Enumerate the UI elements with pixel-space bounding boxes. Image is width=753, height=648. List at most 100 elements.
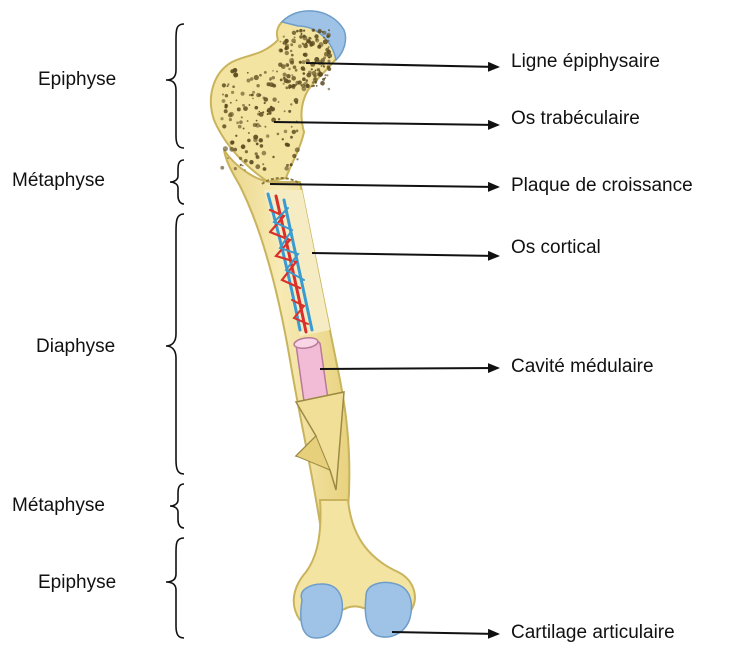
- trabecular-dot: [280, 79, 283, 82]
- trabecular-dot: [295, 147, 300, 152]
- trabecular-dot: [266, 134, 269, 137]
- trabecular-dot: [307, 39, 311, 43]
- trabecular-dot: [290, 50, 292, 52]
- trabecular-dot: [291, 126, 293, 128]
- trabecular-dot: [311, 68, 313, 70]
- trabecular-dot: [272, 97, 276, 101]
- trabecular-dot: [220, 117, 223, 120]
- trabecular-dot: [253, 138, 257, 142]
- trabecular-dot: [235, 135, 237, 137]
- trabecular-dot: [269, 107, 274, 112]
- trabecular-dot: [280, 49, 282, 51]
- trabecular-dot: [299, 61, 302, 64]
- trabecular-dot: [299, 29, 303, 33]
- trabecular-dot: [323, 56, 326, 59]
- label-epiphyse-top: Epiphyse: [38, 69, 116, 90]
- trabecular-dot: [254, 106, 258, 110]
- trabecular-dot: [225, 94, 228, 97]
- trabecular-dot: [278, 101, 280, 103]
- trabecular-dot: [303, 53, 306, 56]
- left-labels: Epiphyse Métaphyse Diaphyse Métaphyse Ep…: [12, 69, 116, 593]
- trabecular-dot: [255, 164, 260, 169]
- trabecular-dot: [262, 151, 267, 156]
- trabecular-dot: [324, 74, 326, 76]
- trabecular-dot: [327, 74, 329, 76]
- trabecular-dot: [314, 78, 316, 80]
- trabecular-dot: [291, 76, 296, 81]
- trabecular-dot: [230, 102, 232, 104]
- trabecular-dot: [314, 34, 318, 38]
- trabecular-dot: [295, 69, 298, 72]
- trabecular-dot: [231, 141, 235, 145]
- trabecular-dot: [286, 74, 290, 78]
- trabecular-dot: [234, 167, 237, 170]
- label-metaphyse-top: Métaphyse: [12, 170, 105, 191]
- trabecular-dot: [294, 36, 296, 38]
- proximal-epiphysis: [211, 12, 343, 182]
- trabecular-dot: [323, 65, 325, 67]
- trabecular-dot: [283, 73, 287, 77]
- trabecular-dot: [247, 139, 251, 143]
- trabecular-dot: [259, 138, 263, 142]
- trabecular-dot: [250, 77, 253, 80]
- trabecular-dot: [328, 29, 330, 31]
- trabecular-dot: [296, 158, 298, 160]
- arrow-os-trabeculaire: [274, 122, 498, 125]
- brace-metaphyse-top: [170, 160, 184, 204]
- trabecular-dot: [285, 143, 289, 147]
- trabecular-dot: [293, 65, 297, 69]
- trabecular-dot: [249, 160, 253, 164]
- label-os-trabeculaire: Os trabéculaire: [511, 108, 640, 129]
- trabecular-dot: [288, 68, 291, 71]
- trabecular-dot: [259, 111, 261, 113]
- trabecular-dot: [290, 136, 293, 139]
- trabecular-dot: [292, 31, 296, 35]
- trabecular-dot: [239, 120, 243, 124]
- trabecular-dot: [230, 69, 234, 73]
- trabecular-dot: [238, 125, 242, 129]
- trabecular-dot: [324, 77, 326, 79]
- trabecular-dot: [222, 94, 224, 96]
- trabecular-dot: [284, 110, 286, 112]
- trabecular-dot: [251, 94, 254, 97]
- trabecular-dot: [296, 130, 299, 133]
- arrow-os-cortical: [312, 253, 498, 256]
- trabecular-dot: [283, 42, 285, 44]
- label-ligne-epiphysaire: Ligne épiphysaire: [511, 51, 660, 72]
- trabecular-dot: [283, 83, 285, 85]
- trabecular-dot: [256, 120, 258, 122]
- trabecular-dot: [292, 86, 295, 89]
- trabecular-dot: [277, 133, 280, 136]
- trabecular-dot: [247, 72, 249, 74]
- trabecular-dot: [285, 86, 288, 89]
- trabecular-dot: [290, 163, 293, 166]
- trabecular-dot: [285, 42, 287, 44]
- trabecular-dot: [319, 42, 324, 47]
- trabecular-dot: [227, 85, 229, 87]
- left-braces: [166, 24, 184, 638]
- trabecular-dot: [252, 91, 255, 94]
- trabecular-dot: [243, 106, 248, 111]
- trabecular-dot: [303, 30, 305, 32]
- trabecular-dot: [292, 130, 296, 134]
- trabecular-dot: [323, 37, 325, 39]
- trabecular-dot: [222, 99, 226, 103]
- trabecular-dot: [295, 84, 297, 86]
- trabecular-dot: [320, 81, 325, 86]
- trabecular-dot: [316, 85, 318, 87]
- trabecular-dot: [245, 150, 248, 153]
- lateral-condyle-cartilage: [301, 584, 343, 638]
- trabecular-dot: [303, 72, 306, 75]
- trabecular-dot: [227, 157, 229, 159]
- trabecular-dot: [315, 70, 317, 72]
- trabecular-dot: [276, 71, 278, 73]
- trabecular-dot: [291, 54, 294, 57]
- trabecular-dot: [280, 41, 282, 43]
- trabecular-dot: [328, 88, 331, 91]
- trabecular-dot: [282, 138, 284, 140]
- trabecular-dot: [286, 80, 289, 83]
- trabecular-dot: [284, 130, 288, 134]
- trabecular-dot: [247, 79, 251, 83]
- trabecular-dot: [237, 107, 241, 111]
- trabecular-dot: [223, 146, 228, 151]
